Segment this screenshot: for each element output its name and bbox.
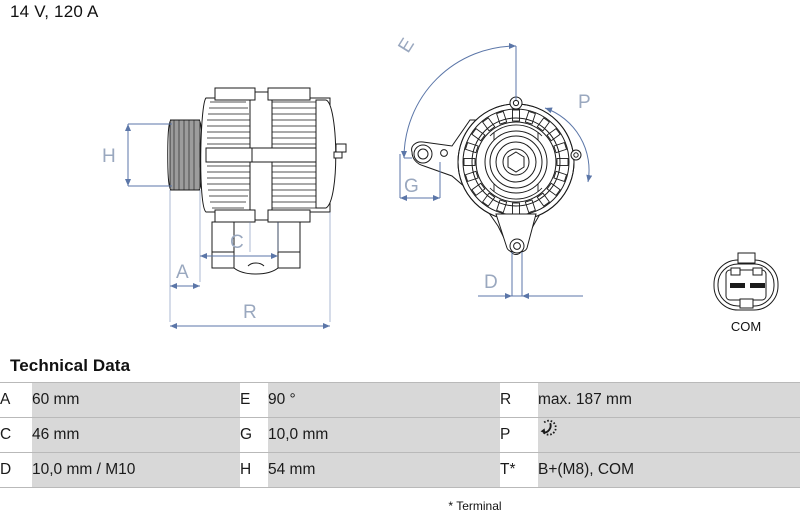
row-key-r: R xyxy=(500,382,538,418)
mounting-legs-group xyxy=(211,221,301,275)
row-value-t: B+(M8), COM xyxy=(538,452,800,488)
dimension-a: A xyxy=(170,262,200,289)
dimension-label-e: E xyxy=(394,35,419,57)
row-key-c: C xyxy=(0,417,32,453)
dimension-r: R xyxy=(170,302,330,329)
technical-data-table: A 60 mm E 90 ° R max. 187 mm C 46 mm G 1… xyxy=(0,382,800,488)
bottom-mounting-foot xyxy=(495,213,537,254)
alternator-front-view-group: E G D P xyxy=(394,35,593,299)
table-row: D 10,0 mm / M10 H 54 mm T* B+(M8), COM xyxy=(0,452,800,488)
alternator-side-view-group: H C A R xyxy=(102,87,347,329)
row-value-a: 60 mm xyxy=(32,382,240,418)
row-value-d: 10,0 mm / M10 xyxy=(32,452,240,488)
terminal-footnote: * Terminal xyxy=(448,499,502,513)
dimension-d: D xyxy=(478,252,583,299)
dimension-label-h: H xyxy=(102,146,116,167)
row-value-e: 90 ° xyxy=(268,382,500,418)
row-value-h: 54 mm xyxy=(268,452,500,488)
row-key-g: G xyxy=(240,417,268,453)
row-key-p: P xyxy=(500,417,538,453)
dimension-g: G xyxy=(399,154,441,201)
row-key-d: D xyxy=(0,452,32,488)
row-value-c: 46 mm xyxy=(32,417,240,453)
dimension-h: H xyxy=(102,123,172,187)
technical-data-section: Technical Data A 60 mm E 90 ° R max. 187… xyxy=(0,356,800,488)
row-value-g: 10,0 mm xyxy=(268,417,500,453)
center-hex-nut xyxy=(502,148,530,176)
connector-pin xyxy=(730,283,745,288)
row-key-h: H xyxy=(240,452,268,488)
row-value-r: max. 187 mm xyxy=(538,382,800,418)
dimension-label-g: G xyxy=(404,176,419,197)
technical-drawing: H C A R xyxy=(102,35,779,334)
dimension-c: C xyxy=(200,232,278,259)
rotation-direction-p: P xyxy=(544,92,593,183)
com-connector-label: COM xyxy=(731,319,761,334)
row-key-t: T* xyxy=(500,452,538,488)
dimension-label-a: A xyxy=(176,262,189,283)
com-connector-group: COM xyxy=(713,252,779,334)
page-title: 14 V, 120 A xyxy=(10,2,99,21)
table-row: C 46 mm G 10,0 mm P xyxy=(0,417,800,453)
technical-data-heading: Technical Data xyxy=(10,356,131,375)
dimension-label-d: D xyxy=(484,272,498,293)
table-row: A 60 mm E 90 ° R max. 187 mm xyxy=(0,382,800,418)
row-value-p xyxy=(538,417,800,453)
connector-pin xyxy=(750,283,765,288)
dimension-label-p: P xyxy=(578,92,591,113)
row-key-a: A xyxy=(0,382,32,418)
row-key-e: E xyxy=(240,382,268,418)
dimension-label-r: R xyxy=(243,302,257,323)
rotation-arrow-icon xyxy=(538,417,558,451)
dimension-label-c: C xyxy=(230,232,244,253)
alternator-body-group xyxy=(200,87,347,223)
